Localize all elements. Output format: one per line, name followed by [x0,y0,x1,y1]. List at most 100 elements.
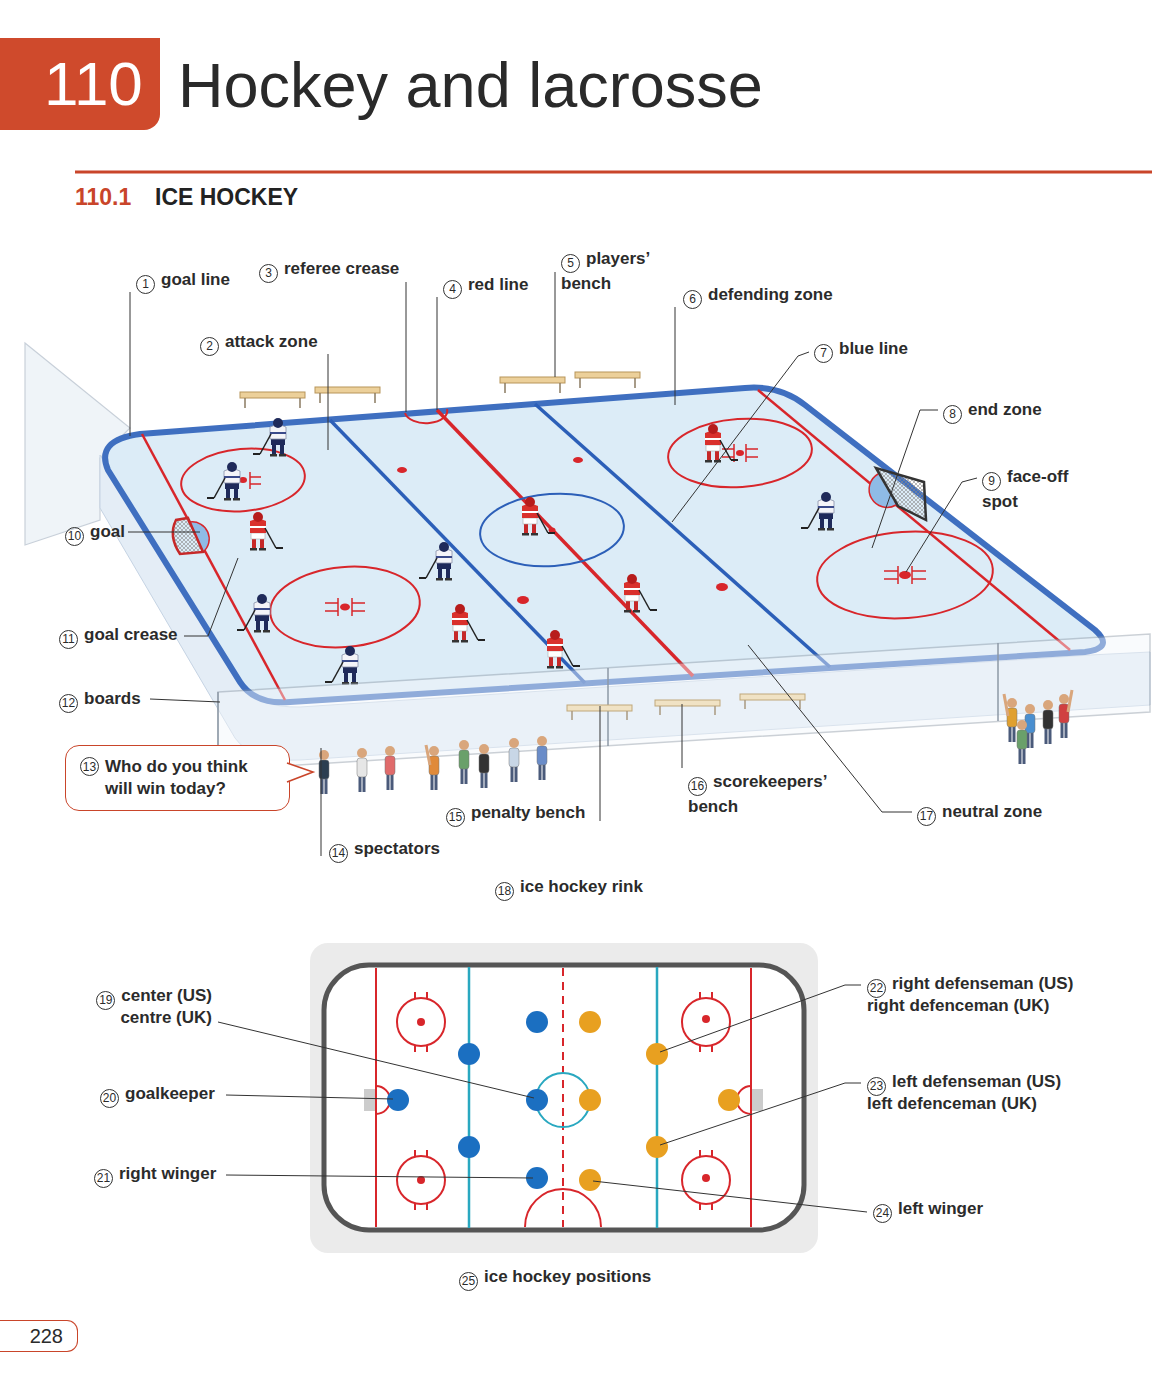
part-label: left defenceman (UK) [867,1094,1037,1113]
callout-number: 22 [867,979,886,998]
rink-markings [716,583,728,591]
callout-number: 15 [446,808,465,827]
positions-diagram [387,1011,548,1189]
callout: 17neutral zone [917,801,1042,826]
rink-markings [397,467,407,473]
leader-lines [555,272,556,377]
part-label: ice hockey positions [484,1267,651,1286]
players [624,574,657,613]
positions-diagram [646,1043,668,1065]
part-label: end zone [968,400,1042,419]
players [253,418,286,457]
positions-diagram [660,1083,861,1145]
positions-diagram [525,1189,601,1227]
section-number: 110.1 [75,183,131,211]
callout: 25ice hockey positions [459,1266,651,1291]
part-label: ICE HOCKEY [155,184,298,210]
callout: 1goal line [136,269,230,294]
chapter-number-box: 110 [0,38,160,130]
side-benches [567,694,805,720]
rink-markings [405,409,447,423]
section-title: ICE HOCKEY [155,183,298,211]
part-label: left defenseman (US) [892,1072,1061,1091]
players [207,418,834,685]
side-benches [714,706,716,715]
leader-lines [328,354,329,450]
bubble-tail [287,763,313,782]
positions-diagram [750,968,752,1227]
callout: 3 referee crease [259,258,399,283]
speech-text: Who do you think will win today? [105,756,275,800]
callout: 7blue line [814,338,908,363]
positions-diagram [579,1089,601,1111]
side-benches [744,700,746,709]
page-number-box: 228 [0,1320,78,1352]
rink-markings [340,604,350,611]
callout: 6defending zone [683,284,833,309]
part-label: boards [84,689,141,708]
glass [997,643,999,721]
rink-markings [437,410,693,676]
part-label: spectators [354,839,440,858]
side-benches [740,694,805,700]
callout: 16scorekeepers’ bench [688,771,853,818]
page-number: 228 [30,1325,63,1348]
side-benches [799,700,801,709]
part-label: right defenceman (UK) [867,996,1049,1015]
page-title: Hockey and lacrosse [178,50,763,120]
positions-diagram [579,1169,601,1191]
callout-number: 1 [136,275,155,294]
benches [579,378,581,388]
positions-diagram [700,1150,712,1210]
callout-number: 21 [94,1169,113,1188]
players [547,630,580,669]
callout-number: 11 [59,630,78,649]
callout-number: 10 [65,527,84,546]
spectators [357,748,367,792]
leader-lines [437,297,438,410]
callout: 11 goal crease [59,624,178,649]
spectators [1043,700,1053,744]
rink-markings [814,526,996,624]
leader-lines [600,706,601,821]
callout-number: 5 [561,254,580,273]
positions-diagram [700,992,712,1052]
positions-diagram [718,1089,740,1111]
positions-diagram [458,1043,480,1065]
callout: 15penalty bench [446,802,585,827]
benches [374,393,376,403]
callout-number: 8 [943,405,962,424]
positions-diagram [375,968,377,1227]
callout: 19center (US) [96,985,212,1010]
callout-number: 2 [200,337,219,356]
callout: 14spectators [329,838,440,863]
positions-diagram [579,1011,601,1033]
part-label: neutral zone [942,802,1042,821]
positions-diagram [218,943,867,1253]
part-label: referee crease [284,259,399,278]
section-rule [75,172,1152,173]
side-benches [567,694,805,711]
part-label: goal crease [84,625,178,644]
spectators [479,744,489,788]
positions-diagram [387,1089,409,1111]
goals [173,468,926,554]
positions-diagram [656,967,659,1228]
callout-number: 3 [259,264,278,283]
leader-lines [321,748,322,856]
callout: 12boards [59,688,141,713]
callout: 22right defenseman (US) [867,973,1073,998]
rink-markings [884,566,926,584]
goals [173,518,203,554]
leader-lines [682,704,683,768]
callout: 23left defenseman (US) [867,1071,1061,1096]
positions-diagram [415,1150,427,1210]
rink-markings [549,528,556,533]
positions-diagram [397,1156,445,1204]
callout: right defenceman (UK) [867,995,1049,1016]
glass [218,634,1150,770]
callout-number: 16 [688,777,707,796]
leader-lines [130,292,131,436]
leader-lines [872,410,938,548]
part-label: goalkeeper [125,1084,215,1103]
